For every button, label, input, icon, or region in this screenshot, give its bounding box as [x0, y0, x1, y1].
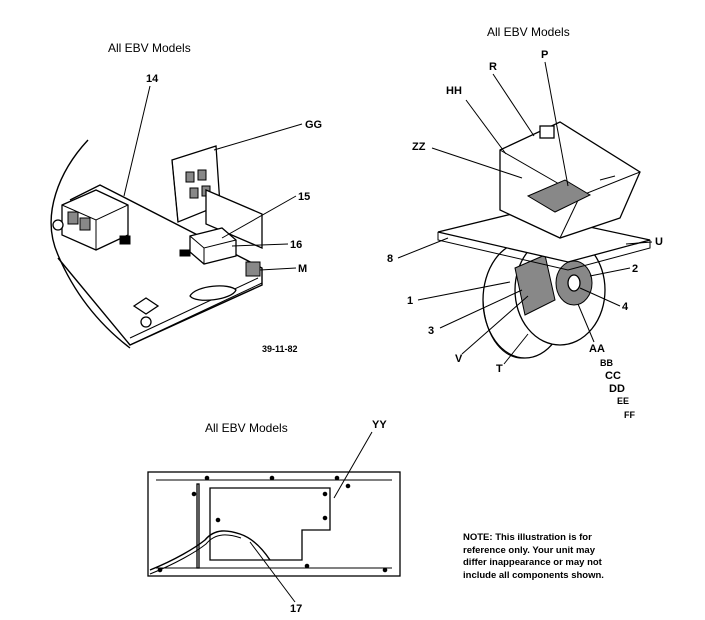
callout-aa: AA — [589, 343, 605, 355]
base-slot — [189, 285, 237, 301]
blower-assembly — [482, 234, 606, 359]
callout-15: 15 — [298, 191, 310, 203]
cutaway-outline — [50, 139, 131, 349]
drawing-code: 39-11-82 — [262, 344, 298, 354]
base-plate — [57, 184, 263, 346]
callout-14: 14 — [146, 73, 159, 85]
panel-top-left: All EBV Models — [50, 41, 322, 354]
callout-dd: DD — [609, 383, 625, 395]
callout-r: R — [489, 61, 497, 73]
control-bracket — [171, 145, 263, 249]
callout-u: U — [655, 236, 663, 248]
callout-hh: HH — [446, 85, 462, 97]
callout-16: 16 — [290, 239, 302, 251]
callout-gg: GG — [305, 119, 322, 131]
base-knockout — [132, 297, 160, 315]
title-bottom: All EBV Models — [205, 421, 288, 435]
wire-harness — [149, 530, 271, 571]
inner-plate — [209, 487, 331, 561]
callout-ee: EE — [617, 396, 629, 406]
callout-ff: FF — [624, 410, 635, 420]
callout-cc: CC — [605, 370, 621, 382]
callout-t: T — [496, 363, 503, 375]
relay-box — [52, 189, 131, 251]
callout-3: 3 — [428, 325, 434, 337]
callout-yy: YY — [372, 419, 387, 431]
panel-screws — [157, 475, 388, 573]
title-top-left: All EBV Models — [108, 41, 191, 55]
callout-bb: BB — [600, 358, 613, 368]
callout-m: M — [298, 263, 307, 275]
callout-4: 4 — [622, 301, 629, 313]
panel-bottom: All EBV Models YY 17 — [147, 419, 401, 615]
reference-note: NOTE: This illustration is for reference… — [463, 532, 604, 581]
title-top-right: All EBV Models — [487, 25, 570, 39]
callout-zz: ZZ — [412, 141, 426, 153]
callout-p: P — [541, 49, 548, 61]
panel-top-right: All EBV Models P R HH ZZ — [387, 25, 663, 420]
drain-pan — [499, 121, 641, 239]
callout-8: 8 — [387, 253, 393, 265]
callout-2: 2 — [632, 263, 638, 275]
callout-v: V — [455, 353, 463, 365]
callout-1: 1 — [407, 295, 413, 307]
callout-17: 17 — [290, 603, 302, 615]
